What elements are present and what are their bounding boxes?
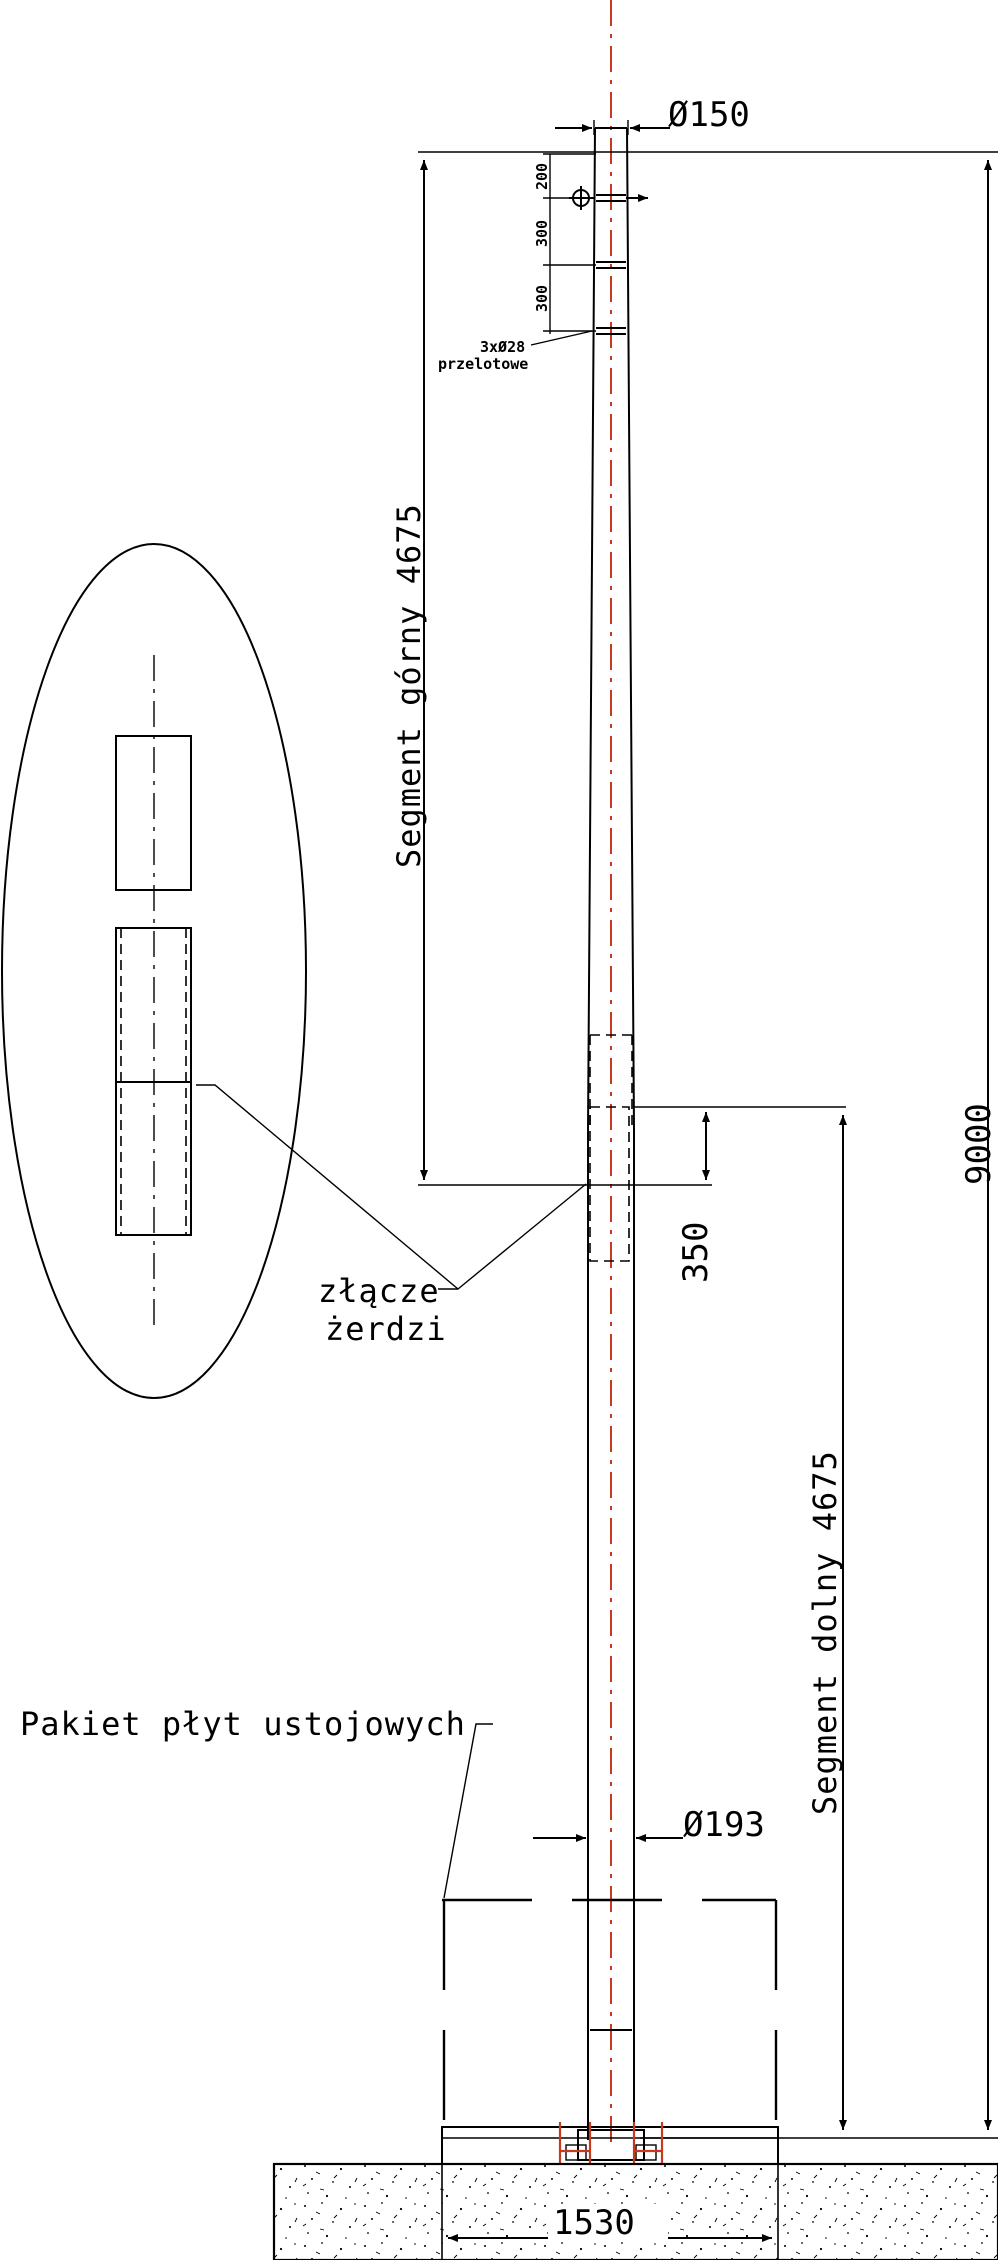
base-width-label: 1530 [553, 2203, 635, 2243]
hole-spacing-300-b: 300 [533, 285, 551, 312]
total-height-label: 9000 [959, 1103, 998, 1185]
holes-group [543, 153, 648, 335]
hole-spacing-300-a: 300 [533, 220, 551, 247]
joint-length-dim [634, 1106, 846, 1180]
hole-spacing-200: 200 [533, 163, 551, 190]
joint-detail [1, 543, 307, 1399]
lower-segment-label: Segment dolny 4675 [806, 1450, 844, 1815]
joint-label-line1: złącze [318, 1272, 440, 1310]
top-diameter-label: Ø150 [668, 95, 750, 135]
plates-package [442, 1898, 778, 2142]
holes-label-through: przelotowe [438, 355, 528, 373]
plates-label: Pakiet płyt ustojowych [20, 1705, 466, 1743]
upper-segment-label: Segment górny 4675 [390, 503, 428, 868]
bottom-diameter-label: Ø193 [683, 1805, 765, 1845]
plates-leader [443, 1723, 493, 1899]
holes-label-count: 3xØ28 [480, 338, 525, 356]
upper-segment-dim [418, 160, 712, 1186]
pole-body [587, 127, 635, 2140]
top-diameter-dim [555, 120, 670, 135]
joint-label-line2: żerdzi [325, 1310, 447, 1348]
joint-leader [196, 1084, 587, 1290]
pole-base [441, 2122, 779, 2170]
joint-length-label: 350 [676, 1222, 716, 1283]
